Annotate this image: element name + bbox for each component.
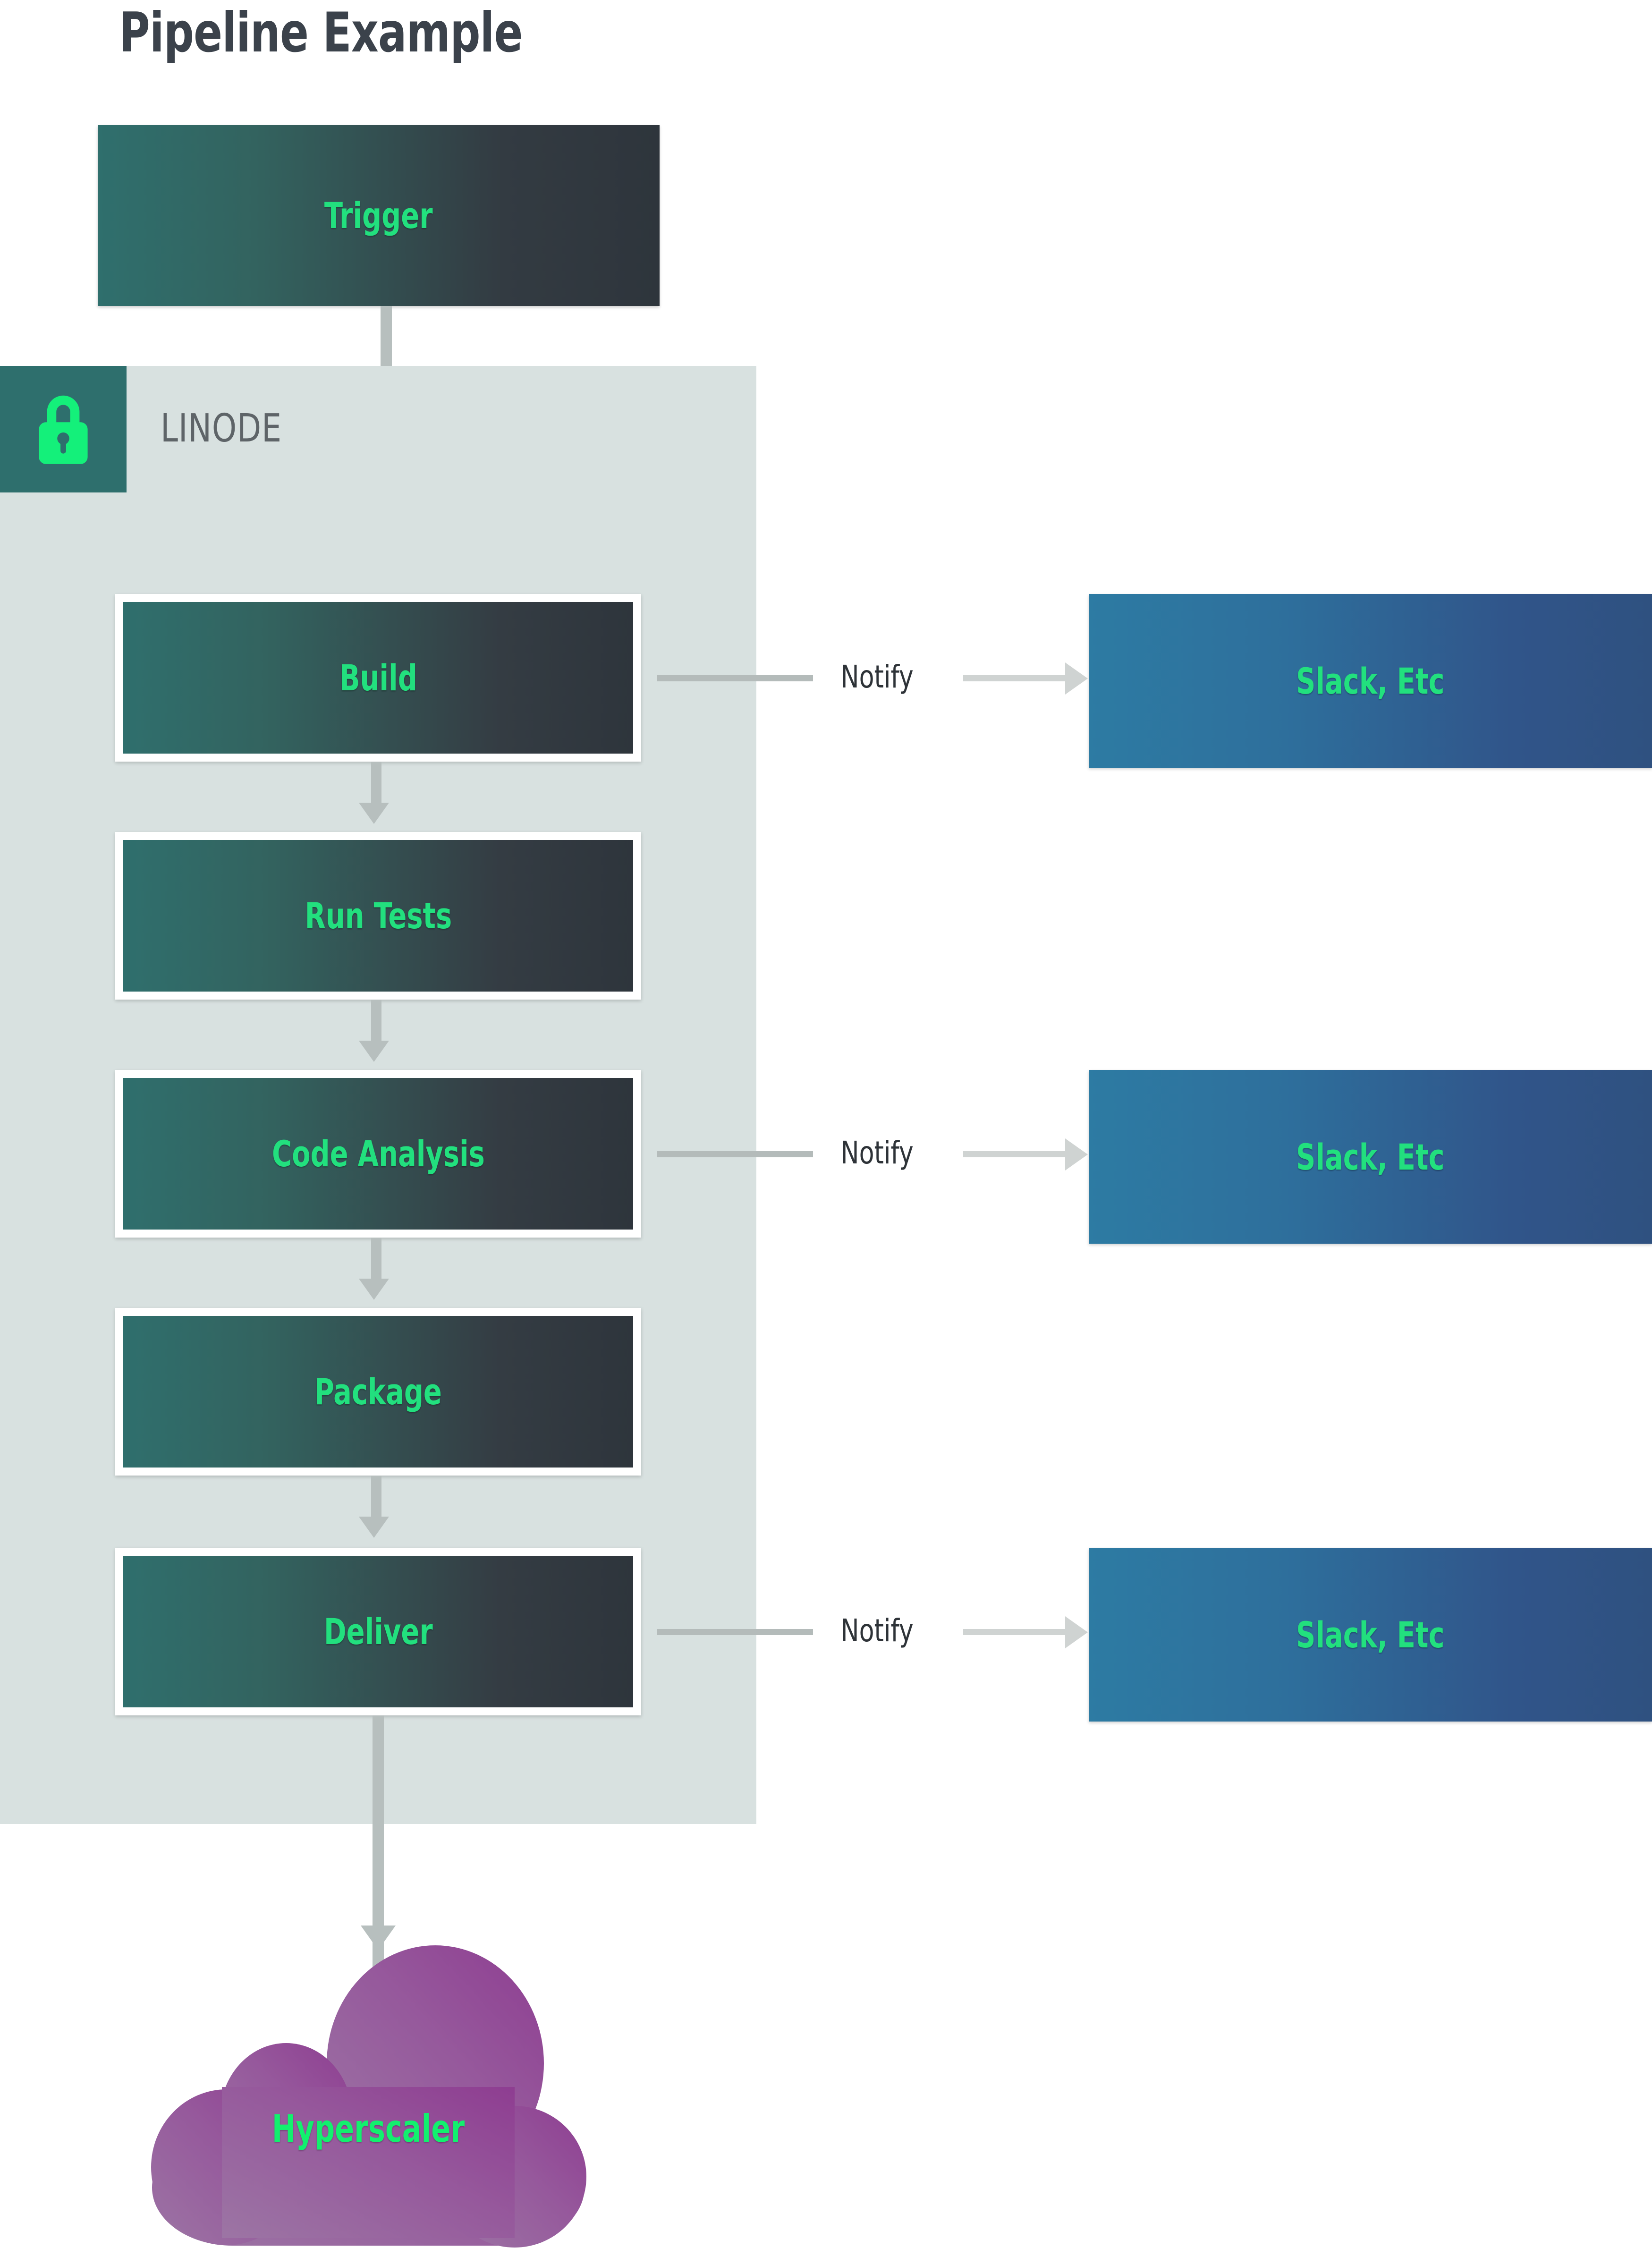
connector-notify-deliver-arrowhead (1065, 1616, 1088, 1648)
connector-notify-code-analysis-arrowhead (1065, 1138, 1088, 1171)
cloud-icon (137, 1931, 600, 2248)
node-package-label: Package (314, 1371, 442, 1413)
node-package[interactable]: Package (115, 1308, 641, 1476)
connector-deliver-to-slack-line (657, 1629, 813, 1635)
connector-notify-code-analysis-arrow-line (963, 1151, 1066, 1157)
node-deliver[interactable]: Deliver (115, 1548, 641, 1715)
connector-package-to-deliver-arrowhead (359, 1517, 389, 1538)
node-code-analysis-label: Code Analysis (271, 1133, 485, 1175)
connector-code-analysis-to-package (371, 1238, 381, 1287)
edge-label-notify-code-analysis: Notify (840, 1135, 914, 1171)
connector-run-tests-to-code-analysis-arrowhead (359, 1041, 389, 1062)
connector-deliver-to-hyperscaler-arrowhead (361, 1926, 396, 1950)
node-build-label: Build (339, 657, 417, 699)
node-slack-build[interactable]: Slack, Etc (1089, 594, 1652, 768)
node-slack-build-label: Slack, Etc (1296, 660, 1445, 702)
connector-package-to-deliver (371, 1476, 381, 1525)
node-run-tests-label: Run Tests (305, 895, 452, 937)
node-trigger-label: Trigger (324, 195, 433, 237)
node-slack-code-analysis[interactable]: Slack, Etc (1089, 1070, 1652, 1244)
connector-notify-deliver-arrow-line (963, 1629, 1066, 1635)
edge-label-notify-build: Notify (840, 659, 914, 695)
connector-build-to-run-tests (371, 762, 381, 811)
node-deliver-label: Deliver (323, 1611, 433, 1653)
connector-build-to-run-tests-arrowhead (359, 803, 389, 824)
node-slack-deliver-label: Slack, Etc (1296, 1613, 1445, 1656)
lock-icon (28, 389, 99, 470)
connector-build-to-slack-line (657, 675, 813, 681)
node-code-analysis[interactable]: Code Analysis (115, 1070, 641, 1238)
connector-notify-build-arrow-line (963, 675, 1066, 681)
page-title: Pipeline Example (119, 1, 523, 65)
node-build[interactable]: Build (115, 594, 641, 762)
connector-run-tests-to-code-analysis (371, 1000, 381, 1049)
connector-code-analysis-to-slack-line (657, 1151, 813, 1157)
zone-linode-badge (0, 366, 127, 492)
node-run-tests[interactable]: Run Tests (115, 832, 641, 1000)
connector-notify-build-arrowhead (1065, 662, 1088, 695)
node-hyperscaler-label: Hyperscaler (271, 2107, 465, 2151)
zone-linode-label: LINODE (161, 406, 282, 451)
connector-code-analysis-to-package-arrowhead (359, 1279, 389, 1300)
node-trigger[interactable]: Trigger (98, 125, 660, 306)
node-hyperscaler[interactable]: Hyperscaler (137, 1931, 600, 2248)
edge-label-notify-deliver: Notify (840, 1612, 914, 1649)
node-slack-deliver[interactable]: Slack, Etc (1089, 1548, 1652, 1722)
node-slack-code-analysis-label: Slack, Etc (1296, 1136, 1445, 1178)
